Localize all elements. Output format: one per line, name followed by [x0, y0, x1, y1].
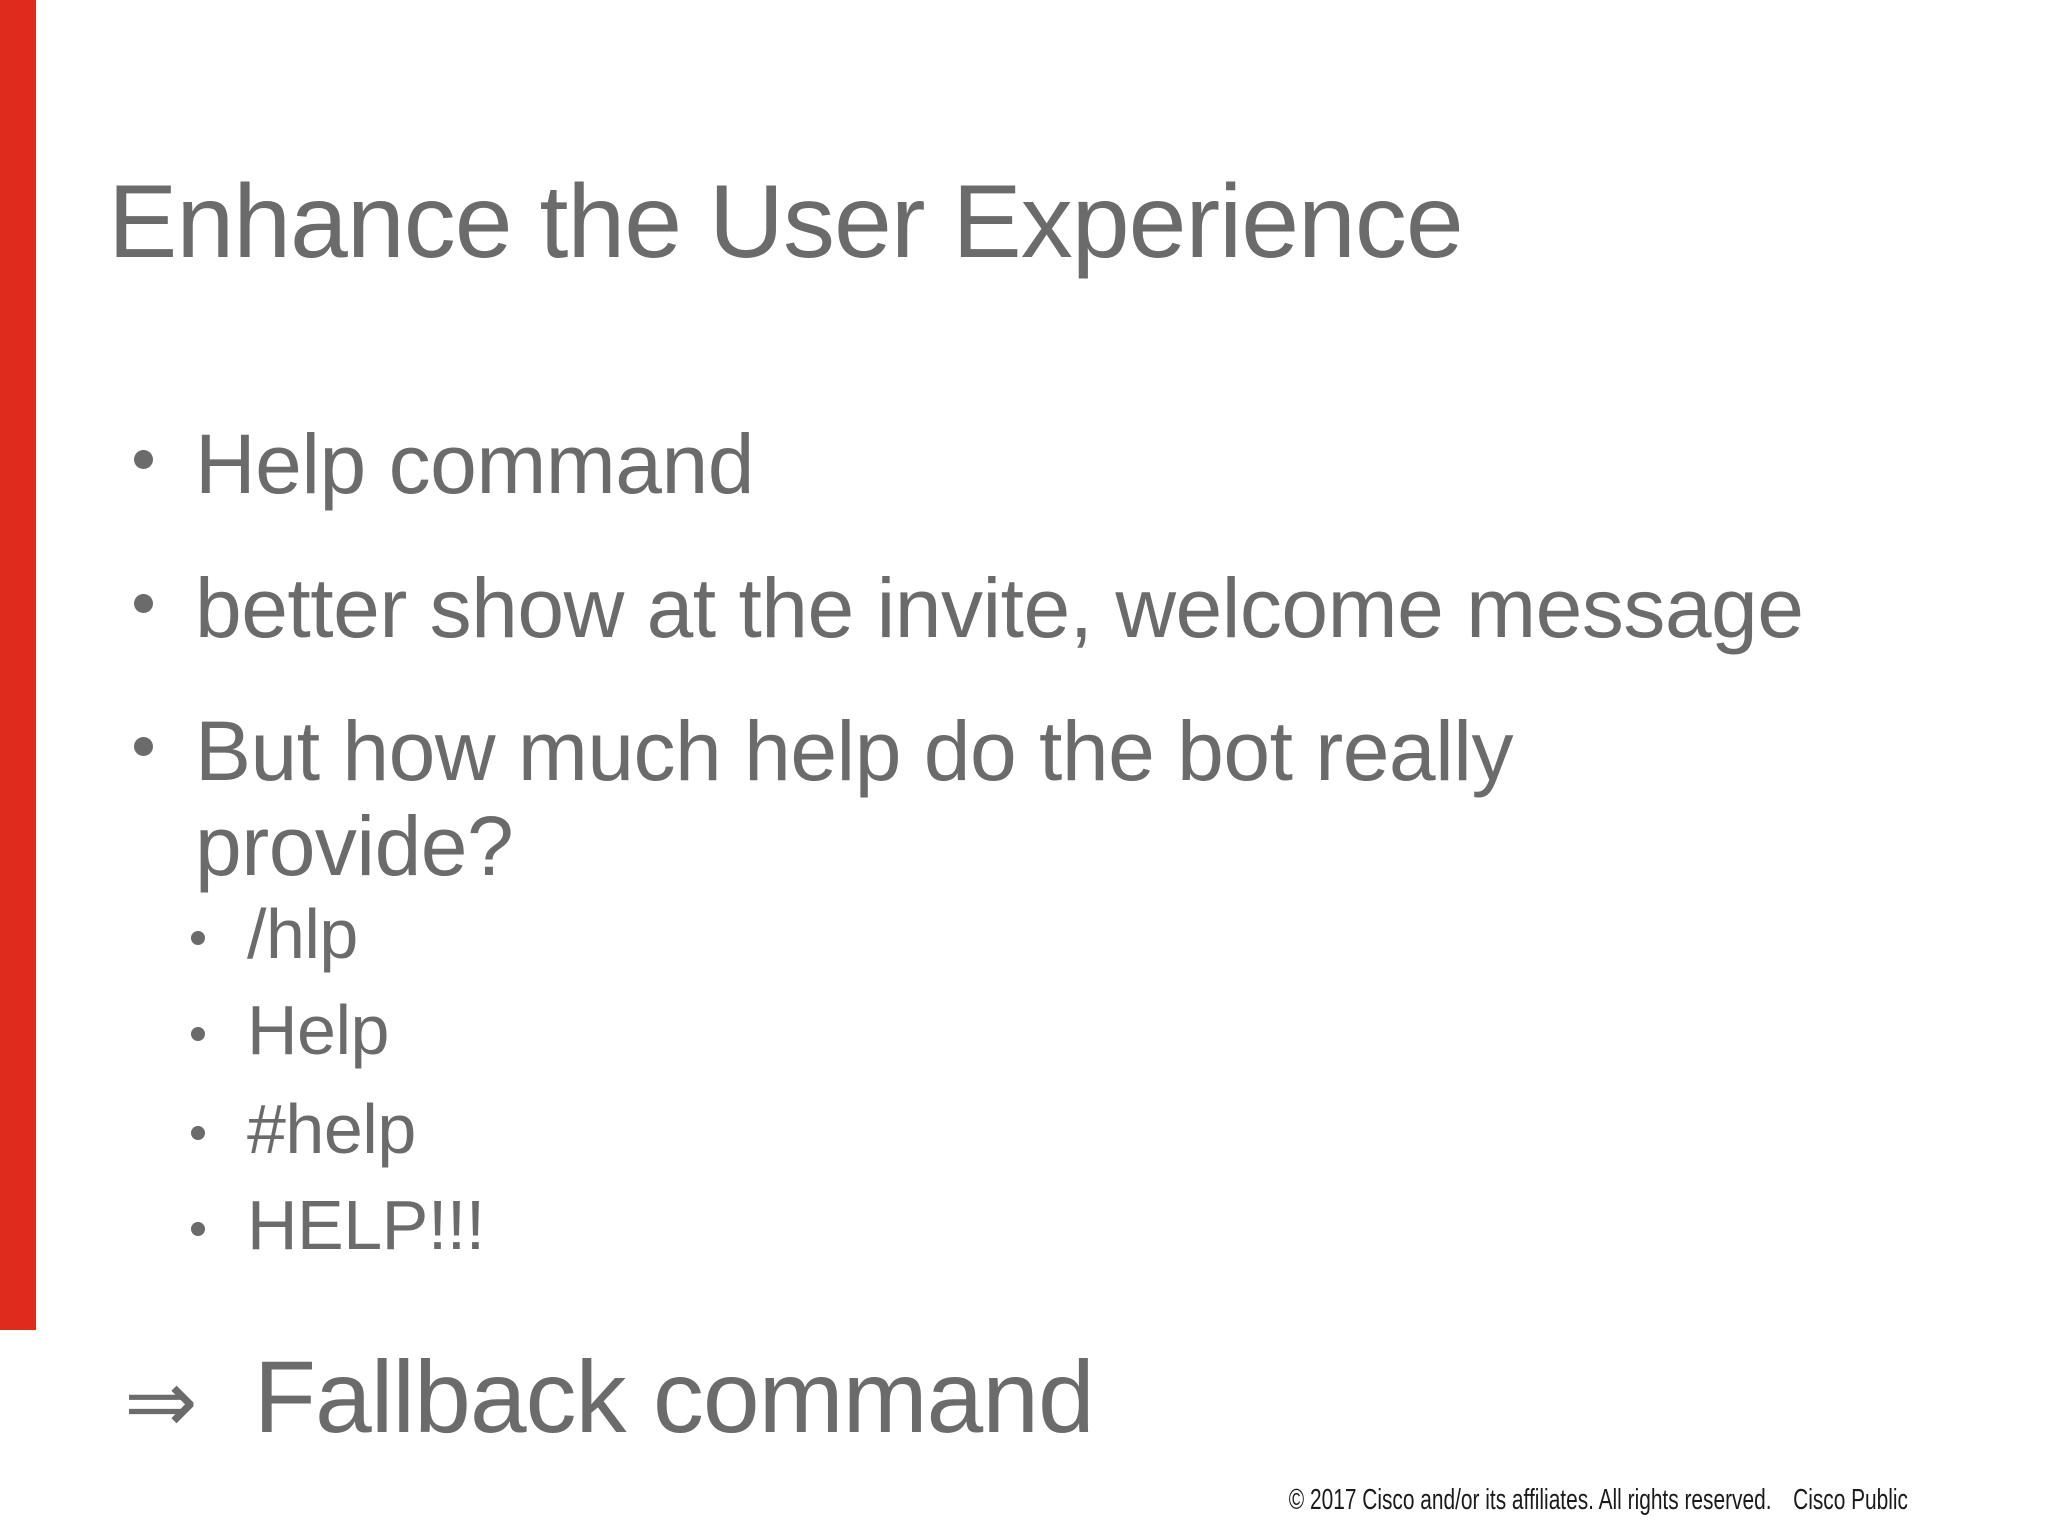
- footer-copyright: © 2017 Cisco and/or its affiliates. All …: [1288, 1484, 1772, 1516]
- sub-bullet-dot: [191, 1027, 205, 1041]
- double-right-arrow-icon: ⇒: [124, 1352, 198, 1451]
- bullet-dot: [134, 594, 153, 613]
- bullet-item-how-much-help: But how much help do the bot really prov…: [195, 704, 1513, 893]
- sub-bullet-hlp: /hlp: [247, 895, 358, 973]
- slide-title: Enhance the User Experience: [108, 164, 1464, 280]
- sub-bullet-dot: [191, 931, 205, 945]
- bullet-dot: [134, 450, 153, 469]
- sub-bullet-dot: [191, 1222, 205, 1236]
- conclusion-text: Fallback command: [253, 1340, 1095, 1454]
- sub-bullet-hashhelp: #help: [247, 1090, 416, 1168]
- bullet-dot: [134, 737, 153, 756]
- sub-bullet-help-shout: HELP!!!: [247, 1186, 485, 1264]
- sub-bullet-dot: [191, 1126, 205, 1140]
- bullet-item-help-command: Help command: [195, 417, 754, 511]
- sub-bullet-help: Help: [247, 991, 389, 1069]
- slide-footer: © 2017 Cisco and/or its affiliates. All …: [1289, 1486, 1908, 1515]
- left-accent-bar: [0, 0, 36, 1330]
- footer-classification: Cisco Public: [1793, 1484, 1908, 1516]
- conclusion-line: ⇒ Fallback command: [124, 1340, 1095, 1454]
- bullet-item-welcome-message: better show at the invite, welcome messa…: [195, 561, 1804, 655]
